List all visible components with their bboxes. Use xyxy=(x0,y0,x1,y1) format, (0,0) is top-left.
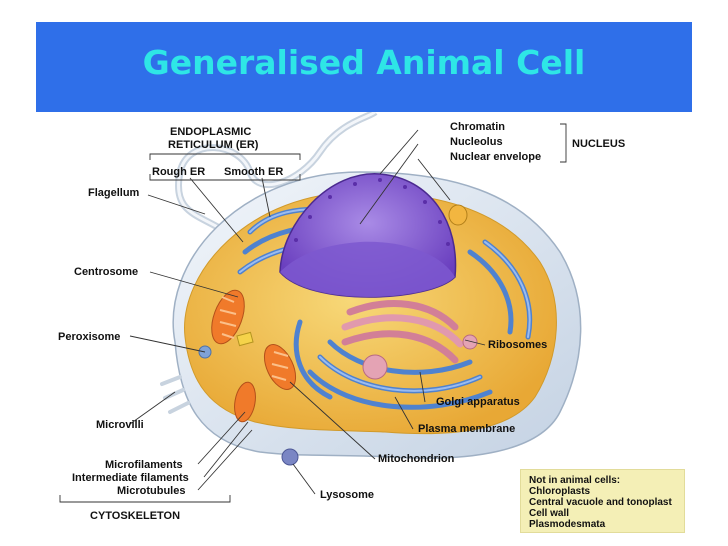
golgi-vesicle xyxy=(462,334,478,350)
label-smooth-er: Smooth ER xyxy=(224,166,283,178)
label-flagellum: Flagellum xyxy=(88,187,140,199)
label-mitochondrion: Mitochondrion xyxy=(378,453,455,465)
golgi-vesicle xyxy=(362,354,388,380)
label-rough-er: Rough ER xyxy=(152,166,205,178)
mitochondrion-shape xyxy=(234,381,256,423)
note-item: Chloroplasts xyxy=(529,486,591,497)
label-nucleus: NUCLEUS xyxy=(572,138,625,150)
label-centrosome: Centrosome xyxy=(74,266,138,278)
label-golgi-apparatus: Golgi apparatus xyxy=(436,396,520,408)
label-microtubules: Microtubules xyxy=(117,485,185,497)
label-er-header-2: RETICULUM (ER) xyxy=(168,139,259,151)
lysosome-shape xyxy=(281,448,299,466)
centrosome-shape xyxy=(236,331,254,347)
note-box: Not in animal cells: Chloroplasts Centra… xyxy=(520,469,685,533)
label-microvilli: Microvilli xyxy=(96,419,144,431)
label-intermediate-filaments: Intermediate filaments xyxy=(72,472,189,484)
label-cytoskeleton: CYTOSKELETON xyxy=(90,510,180,522)
vesicle-shape xyxy=(448,204,468,226)
label-plasma-membrane: Plasma membrane xyxy=(418,423,515,435)
mitochondrion-shape xyxy=(211,289,245,345)
note-item: Cell wall xyxy=(529,508,570,519)
cell-diagram: ENDOPLASMIC RETICULUM (ER) Rough ER Smoo… xyxy=(58,112,625,522)
note-heading: Not in animal cells: xyxy=(529,475,621,486)
label-ribosomes: Ribosomes xyxy=(488,339,547,351)
note-item: Plasmodesmata xyxy=(529,519,606,530)
label-chromatin: Chromatin xyxy=(450,121,505,133)
label-peroxisome: Peroxisome xyxy=(58,331,120,343)
label-nuclear-envelope: Nuclear envelope xyxy=(450,151,541,163)
nucleus-cut-face xyxy=(280,241,455,297)
label-lysosome: Lysosome xyxy=(320,489,374,501)
leader-lines xyxy=(129,129,486,495)
note-item: Central vacuole and tonoplast xyxy=(529,497,672,508)
title-bar xyxy=(36,22,692,112)
label-microfilaments: Microfilaments xyxy=(105,459,183,471)
page-title: Generalised Animal Cell xyxy=(142,43,586,82)
nuclear-pores xyxy=(294,178,450,246)
label-nucleolus: Nucleolus xyxy=(450,136,503,148)
label-er-header-1: ENDOPLASMIC xyxy=(170,126,251,138)
golgi-shape xyxy=(341,300,464,364)
mitochondrion-shape xyxy=(263,344,297,390)
